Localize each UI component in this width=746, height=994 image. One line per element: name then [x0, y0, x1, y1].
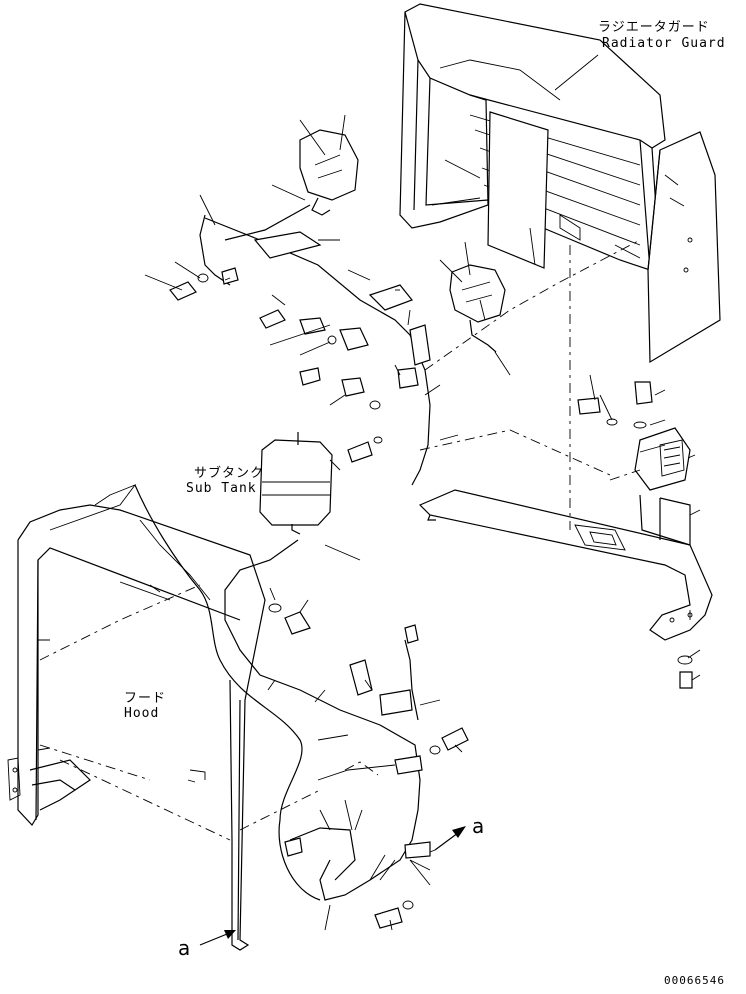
wiring-harness [199, 204, 431, 901]
sub-tank-label-en: Sub Tank [186, 481, 257, 496]
sub-tank-label-jp: サブタンク [194, 466, 265, 481]
reference-mark-a-bottom: a [178, 936, 191, 960]
centre-lines [39, 239, 641, 841]
hood-label-en: Hood [124, 706, 160, 721]
bolts-and-washers [169, 273, 693, 929]
radiator-guard-label-jp: ラジエータガード [598, 20, 710, 35]
reference-mark-a-top: a [472, 814, 485, 838]
hood-part [7, 483, 266, 951]
sub-tank-part [259, 432, 333, 535]
reservoir-bottle-part [449, 264, 506, 353]
radiator-guard-label-en: Radiator Guard [602, 36, 726, 51]
mounting-bracket-part [418, 489, 713, 641]
leader-lines [144, 54, 701, 931]
drawing-number: 00066546 [664, 974, 725, 987]
radiator-guard-part [399, 3, 721, 364]
shroud-panel-part [134, 484, 321, 901]
horn-bracket-part [634, 427, 691, 546]
reference-arrows [199, 826, 466, 946]
hood-label-jp: フード [124, 691, 167, 706]
washer-tank-part [299, 129, 359, 216]
